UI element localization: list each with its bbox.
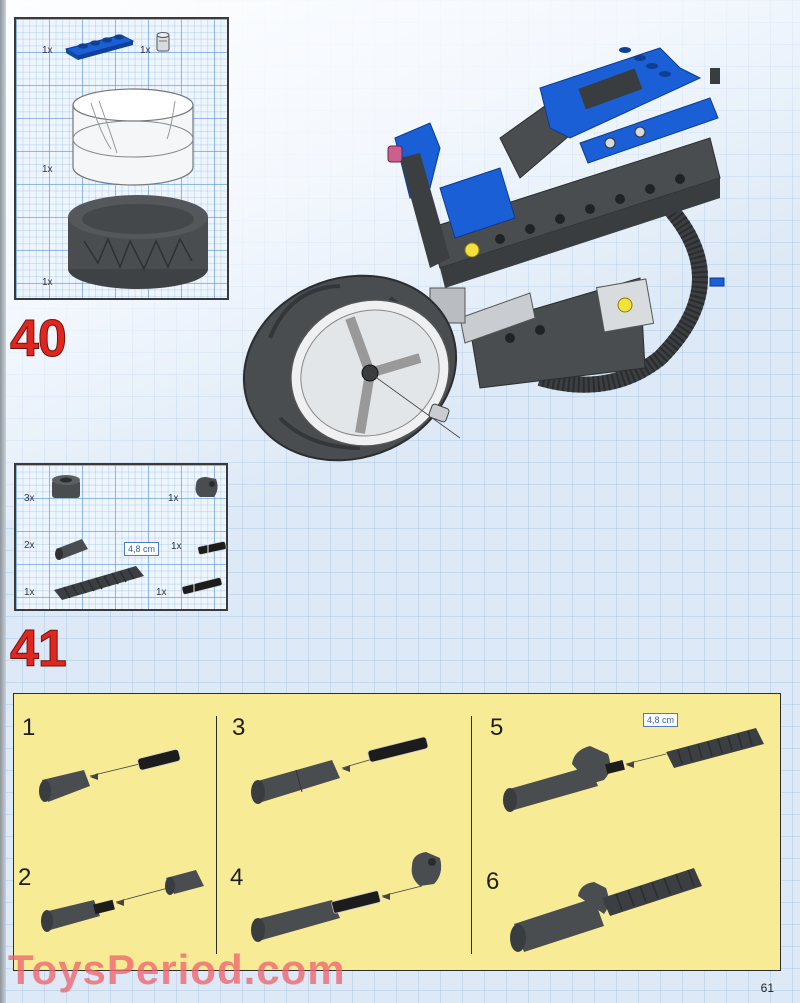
part-qty: 1x [168,493,179,504]
step-number-41: 41 [10,620,68,678]
part-qty: 1x [140,45,151,56]
substep-5-illustration [503,728,764,812]
cam-connector-icon [195,477,218,497]
friction-pin-icon [197,541,227,555]
part-qty: 1x [42,277,53,288]
sub-assembly-panel: 1 2 3 4 5 4,8 cm [13,693,781,971]
part-qty: 2x [24,540,35,551]
substep-number: 4 [230,864,244,891]
substep-4-illustration [251,852,442,942]
page-number: 61 [760,981,774,995]
substep-6-illustration [510,868,702,952]
tube-connector-icon [55,539,88,560]
step-number-40: 40 [10,310,68,368]
column-divider [471,716,472,954]
blue-plate-icon [64,34,135,60]
step-41-parts-list: 3x 1x 2x 1x 4,8 cm 1x 1x [14,463,228,611]
long-pin-icon [181,577,223,595]
part-qty: 1x [42,45,53,56]
dark-grey-bush-icon [52,475,80,498]
substep-3-illustration [251,736,429,804]
column-divider [216,716,217,954]
white-rim-icon [72,88,194,186]
dark-grey-tire-icon [68,195,208,289]
substep-1-illustration [39,749,181,802]
part-qty: 1x [24,587,35,598]
substep-number: 2 [18,864,32,891]
part-qty: 1x [42,164,53,175]
flex-tube-icon [54,566,144,600]
measure-label: 4,8 cm [124,542,160,556]
grey-bush-icon [156,32,170,52]
part-qty: 1x [156,587,167,598]
substep-number: 6 [486,868,500,895]
step-40-parts-list: 1x 1x 1x 1x [14,17,229,300]
part-qty: 1x [171,541,182,552]
substep-number: 1 [22,714,36,741]
substep-number: 5 [490,714,504,741]
book-spine-shadow [0,0,6,1003]
substep-2-illustration [41,870,204,932]
substep-number: 3 [232,714,246,741]
measure-label: 4,8 cm [643,713,679,727]
part-qty: 3x [24,493,35,504]
motorcycle-assembly-illustration [242,47,725,462]
